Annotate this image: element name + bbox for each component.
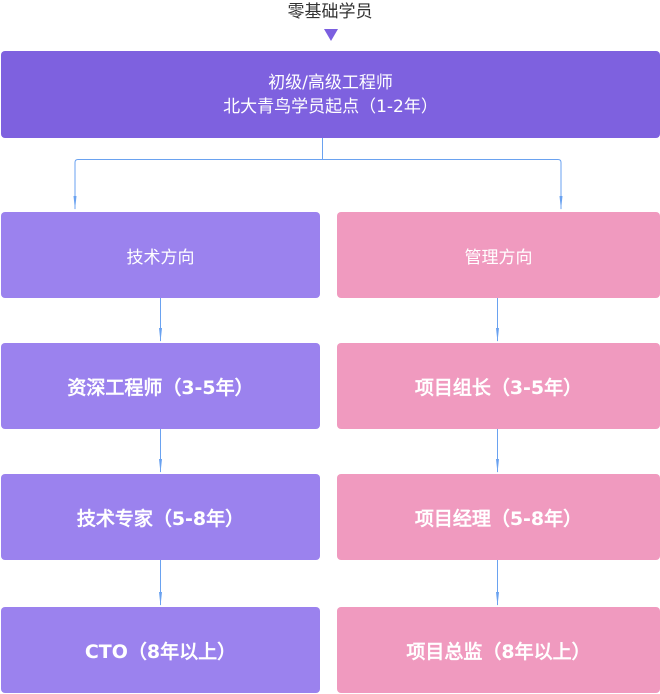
management-step-node: 项目总监（8年以上）: [337, 607, 660, 693]
management-step-node: 项目经理（5-8年）: [337, 474, 660, 560]
tech-step-label: CTO（8年以上）: [84, 640, 237, 663]
management-step-label: 项目总监（8年以上）: [406, 640, 591, 663]
branch-node-tech: 技术方向: [1, 212, 320, 298]
arrowhead-icon: [496, 459, 499, 473]
arrowhead-icon: [159, 328, 162, 342]
arrowhead-icon: [496, 592, 499, 606]
connector-split-right: [322, 159, 562, 209]
tech-step-label: 技术专家（5-8年）: [76, 507, 245, 530]
management-step-node: 项目组长（3-5年）: [337, 343, 660, 429]
arrowhead-icon: [496, 328, 499, 342]
arrowhead-icon: [159, 592, 162, 606]
start-label: 零基础学员: [287, 2, 373, 22]
arrowhead-icon: [73, 196, 77, 210]
tech-step-label: 资深工程师（3-5年）: [67, 376, 254, 399]
branch-label-management: 管理方向: [464, 247, 533, 268]
root-node-subtitle: 北大青鸟学员起点（1-2年）: [223, 96, 438, 117]
branch-node-management: 管理方向: [337, 212, 660, 298]
management-step-label: 项目经理（5-8年）: [414, 507, 583, 530]
start-arrow-icon: [324, 29, 338, 41]
root-node: 初级/高级工程师 北大青鸟学员起点（1-2年）: [1, 51, 660, 138]
management-step-label: 项目组长（3-5年）: [414, 376, 583, 399]
arrowhead-icon: [559, 196, 563, 210]
tech-step-node: CTO（8年以上）: [1, 607, 320, 693]
tech-step-node: 资深工程师（3-5年）: [1, 343, 320, 429]
branch-label-tech: 技术方向: [126, 247, 195, 268]
root-node-title: 初级/高级工程师: [268, 72, 393, 93]
arrowhead-icon: [159, 459, 162, 473]
tech-step-node: 技术专家（5-8年）: [1, 474, 320, 560]
connector-split-left: [74, 159, 323, 209]
